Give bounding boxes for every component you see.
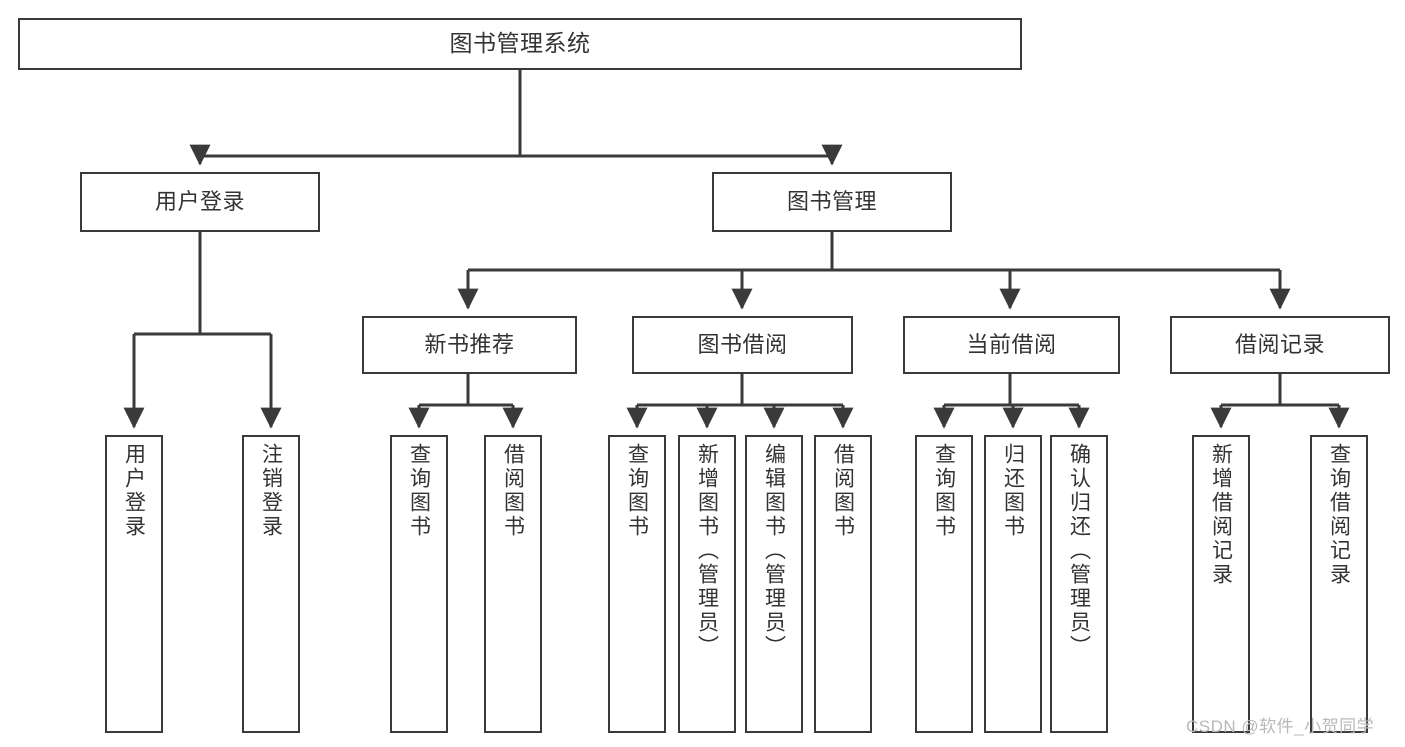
node-leaf-confirm-return[interactable]: 确认归还（管理员） <box>1050 435 1108 733</box>
node-user-login[interactable]: 用户登录 <box>80 172 320 232</box>
node-leaf-query-record[interactable]: 查询借阅记录 <box>1310 435 1368 733</box>
node-leaf-edit-book[interactable]: 编辑图书（管理员） <box>745 435 803 733</box>
node-leaf-query-book-3-label: 查询图书 <box>932 443 956 539</box>
node-leaf-return-book-label: 归还图书 <box>1001 443 1025 539</box>
node-leaf-query-book-2[interactable]: 查询图书 <box>608 435 666 733</box>
node-leaf-add-book-label: 新增图书（管理员） <box>695 443 719 659</box>
node-leaf-user-login[interactable]: 用户登录 <box>105 435 163 733</box>
node-leaf-return-book[interactable]: 归还图书 <box>984 435 1042 733</box>
node-leaf-borrow-book-2[interactable]: 借阅图书 <box>814 435 872 733</box>
node-new-book-rec-label: 新书推荐 <box>424 332 515 358</box>
node-leaf-add-record[interactable]: 新增借阅记录 <box>1192 435 1250 733</box>
node-leaf-query-book-3[interactable]: 查询图书 <box>915 435 973 733</box>
node-current-borrow-label: 当前借阅 <box>966 332 1057 358</box>
node-leaf-edit-book-label: 编辑图书（管理员） <box>762 443 786 659</box>
node-leaf-confirm-return-label: 确认归还（管理员） <box>1067 443 1091 659</box>
node-borrow-record-label: 借阅记录 <box>1234 332 1325 358</box>
node-current-borrow[interactable]: 当前借阅 <box>903 316 1120 374</box>
watermark-text: CSDN @软件_小贺同学 <box>1186 717 1375 736</box>
node-leaf-add-book[interactable]: 新增图书（管理员） <box>678 435 736 733</box>
node-user-login-label: 用户登录 <box>154 189 245 215</box>
node-book-manage-label: 图书管理 <box>786 189 877 215</box>
node-leaf-borrow-book-1-label: 借阅图书 <box>501 443 525 539</box>
node-leaf-query-book-2-label: 查询图书 <box>625 443 649 539</box>
node-root[interactable]: 图书管理系统 <box>18 18 1022 70</box>
node-book-manage[interactable]: 图书管理 <box>712 172 952 232</box>
node-book-borrow-label: 图书借阅 <box>697 332 788 358</box>
node-leaf-logout-label: 注销登录 <box>259 443 283 539</box>
node-leaf-query-book-1[interactable]: 查询图书 <box>390 435 448 733</box>
node-new-book-rec[interactable]: 新书推荐 <box>362 316 577 374</box>
node-leaf-logout[interactable]: 注销登录 <box>242 435 300 733</box>
node-leaf-borrow-book-2-label: 借阅图书 <box>831 443 855 539</box>
node-leaf-add-record-label: 新增借阅记录 <box>1209 443 1233 587</box>
node-leaf-query-book-1-label: 查询图书 <box>407 443 431 539</box>
node-borrow-record[interactable]: 借阅记录 <box>1170 316 1390 374</box>
node-book-borrow[interactable]: 图书借阅 <box>632 316 853 374</box>
node-root-label: 图书管理系统 <box>449 30 591 57</box>
node-leaf-query-record-label: 查询借阅记录 <box>1327 443 1351 587</box>
node-leaf-borrow-book-1[interactable]: 借阅图书 <box>484 435 542 733</box>
node-leaf-user-login-label: 用户登录 <box>122 443 146 539</box>
